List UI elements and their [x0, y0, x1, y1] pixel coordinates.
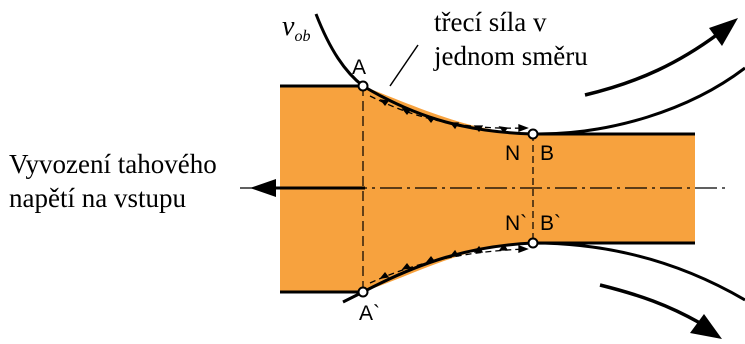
- upper-roll-arc: [314, 13, 745, 136]
- friction-label-line1: třecí síla v: [434, 7, 547, 37]
- point-a-marker: [357, 80, 369, 92]
- point-b2-marker: [527, 237, 539, 249]
- tension-arrow-head: [250, 179, 276, 197]
- tension-label-line2: napětí na vstupu: [9, 183, 186, 213]
- point-n2-label: N`: [505, 212, 528, 235]
- point-a-label: A: [352, 56, 367, 79]
- lower-rotation-arrow: [599, 283, 701, 325]
- lower-friction-arrows: [369, 243, 529, 284]
- point-b-marker: [527, 128, 539, 140]
- material-strip: [280, 86, 695, 292]
- point-n-label: N: [505, 142, 521, 165]
- upper-rotation-arrowhead: [709, 18, 738, 46]
- point-b-label: B: [540, 142, 555, 165]
- point-a2-label: A`: [359, 302, 380, 325]
- lower-rotation-arrowhead: [690, 314, 722, 339]
- tension-label-line1: Vyvození tahového: [9, 149, 217, 179]
- point-b2-label: B`: [540, 212, 561, 235]
- upper-rotation-arrow: [584, 32, 720, 97]
- point-a2-marker: [357, 286, 369, 298]
- friction-pointer-line: [389, 44, 419, 87]
- upper-friction-arrows: [369, 95, 529, 134]
- roll-velocity-label: vob: [282, 11, 311, 45]
- friction-label-line2: jednom směru: [434, 41, 588, 71]
